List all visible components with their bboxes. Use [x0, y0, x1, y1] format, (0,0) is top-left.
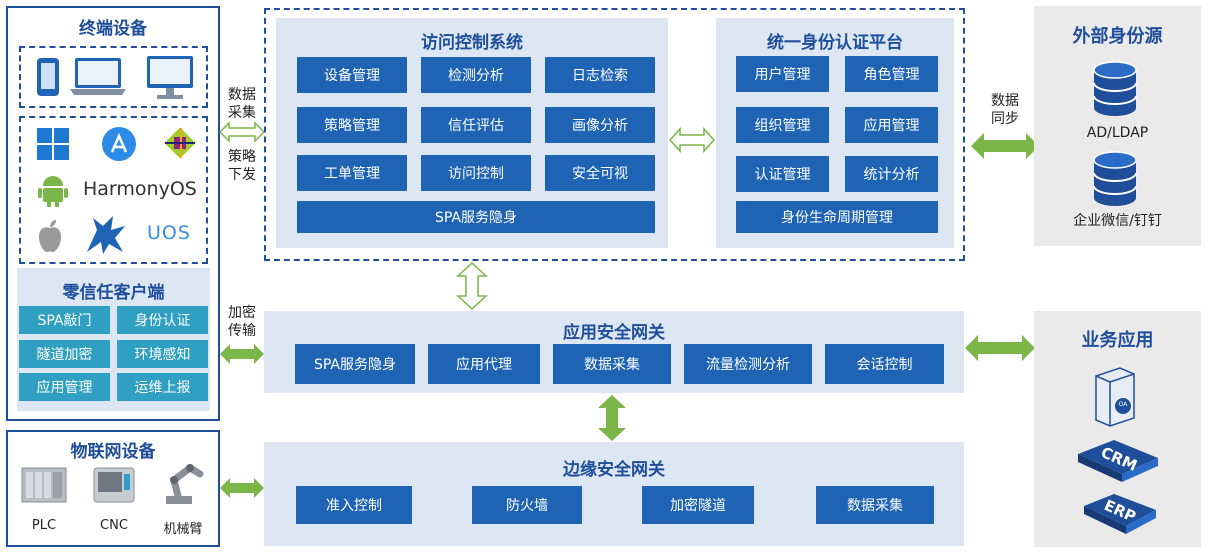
idp-lifecycle: 身份生命周期管理	[736, 201, 938, 233]
oa-server-icon	[1095, 367, 1135, 427]
acs-profile-analysis: 画像分析	[545, 107, 655, 143]
collect-label: 数据采集	[228, 87, 256, 121]
edgegw-access-control: 准入控制	[296, 486, 412, 524]
edgegw-firewall: 防火墙	[472, 486, 582, 524]
idp-role-mgmt: 角色管理	[845, 56, 938, 92]
sync-label: 数据同步	[991, 93, 1019, 127]
appgw-title: 应用安全网关	[563, 323, 665, 343]
cnc-label: CNC	[100, 518, 128, 533]
client-appgw-double-arrow	[220, 344, 264, 364]
acs-detect-analysis: 检测分析	[421, 57, 531, 93]
centos-icon	[164, 127, 196, 159]
acs-title: 访问控制系统	[421, 33, 523, 53]
oa-label: OA	[1118, 401, 1128, 408]
robot-arm-icon	[166, 463, 204, 504]
iot-frame	[6, 430, 220, 547]
edgegw-data-collect: 数据采集	[816, 486, 934, 524]
encrypt-label: 加密传输	[228, 305, 256, 339]
plc-icon	[21, 467, 67, 503]
acs-log-search: 日志检索	[545, 57, 655, 93]
biz-title: 业务应用	[1081, 330, 1154, 351]
zt-spa-knock: SPA敲门	[19, 306, 110, 334]
appgw-biz-double-arrow	[965, 335, 1035, 361]
device-group	[19, 46, 208, 108]
edgegw-encrypt-tunnel: 加密隧道	[642, 486, 754, 524]
acs-security-visual: 安全可视	[545, 155, 655, 191]
idp-app-mgmt: 应用管理	[845, 107, 938, 143]
acs-ticket-mgmt: 工单管理	[297, 155, 407, 191]
plc-label: PLC	[31, 518, 57, 533]
kylin-icon	[87, 216, 125, 254]
zt-client-title: 零信任客户端	[62, 283, 165, 303]
zt-ops-report: 运维上报	[117, 373, 208, 401]
idp-user-mgmt: 用户管理	[736, 56, 829, 92]
appgw-session-control: 会话控制	[825, 344, 944, 384]
terminal-devices-frame	[6, 6, 220, 421]
zt-tunnel-encrypt: 隧道加密	[19, 340, 110, 368]
crm-icon	[1078, 440, 1158, 482]
iot-edgegw-double-arrow	[220, 478, 264, 498]
policy-label: 策略下发	[228, 149, 256, 183]
windows-icon	[37, 128, 69, 160]
acs-access-control: 访问控制	[421, 155, 531, 191]
ad-ldap-database-icon	[1093, 61, 1137, 116]
robot-arm-label: 机械臂	[163, 522, 203, 537]
idp-stats: 统计分析	[845, 156, 938, 192]
ad-ldap-label: AD/LDAP	[1086, 125, 1149, 141]
os-group: HarmonyOS UOS	[19, 116, 208, 264]
zt-app-mgmt: 应用管理	[19, 373, 110, 401]
zt-identity-auth: 身份认证	[117, 306, 208, 334]
iot-title: 物联网设备	[70, 442, 156, 462]
acs-policy-mgmt: 策略管理	[297, 107, 407, 143]
laptop-icon	[70, 58, 126, 95]
appgw-data-collect: 数据采集	[553, 344, 671, 384]
desktop-icon	[147, 56, 193, 99]
phone-icon	[37, 58, 59, 96]
acs-device-mgmt: 设备管理	[297, 57, 407, 93]
idp-ext-double-arrow	[971, 133, 1039, 159]
android-icon	[38, 176, 68, 207]
app-store-icon	[102, 127, 136, 161]
ext-id-title: 外部身份源	[1072, 26, 1163, 47]
idp-auth-mgmt: 认证管理	[736, 156, 829, 192]
terminal-title: 终端设备	[79, 19, 147, 39]
cnc-icon	[93, 467, 135, 503]
appgw-traffic-analysis: 流量检测分析	[684, 344, 812, 384]
acs-idp-double-arrow	[669, 127, 715, 153]
erp-icon	[1084, 494, 1156, 534]
control-appgw-vertical-arrow	[456, 262, 488, 310]
control-plane-frame	[264, 8, 965, 261]
acs-trust-eval: 信任评估	[421, 107, 531, 143]
harmonyos-logo: HarmonyOS	[83, 178, 197, 200]
idp-org-mgmt: 组织管理	[736, 107, 829, 143]
idp-title: 统一身份认证平台	[767, 33, 903, 53]
ext-id-panel	[1034, 6, 1201, 246]
wecom-dingtalk-label: 企业微信/钉钉	[1073, 213, 1162, 229]
edgegw-title: 边缘安全网关	[563, 460, 665, 480]
acs-spa-hidden: SPA服务隐身	[297, 201, 655, 233]
appgw-spa-hidden: SPA服务隐身	[295, 344, 415, 384]
wecom-dingtalk-database-icon	[1093, 151, 1137, 206]
uos-logo: UOS	[147, 222, 191, 244]
appgw-app-proxy: 应用代理	[428, 344, 540, 384]
apple-icon	[39, 220, 61, 252]
appgw-edgegw-vertical-arrow	[598, 395, 626, 441]
terminal-acs-double-arrow	[219, 121, 265, 143]
zt-env-sensing: 环境感知	[117, 340, 208, 368]
